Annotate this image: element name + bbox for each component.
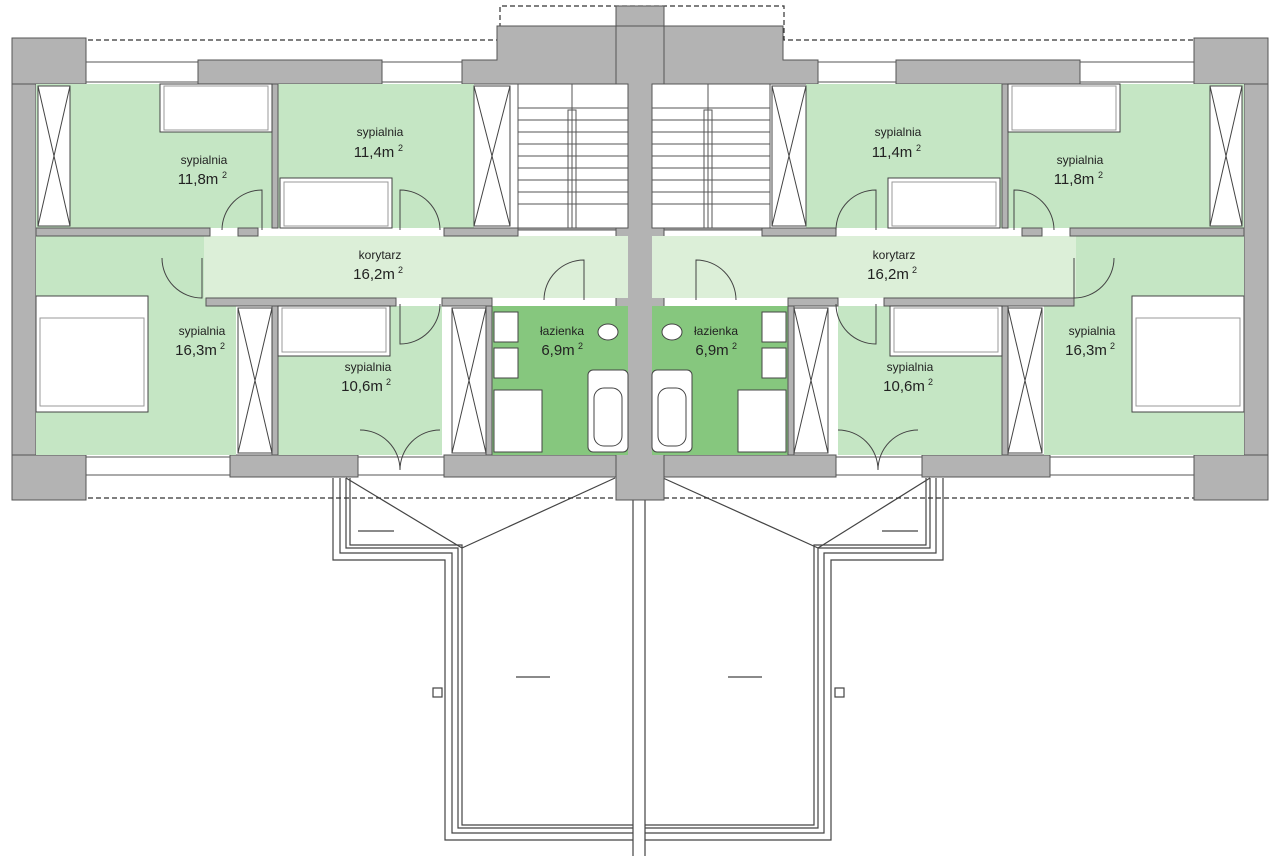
svg-text:sypialnia: sypialnia [357, 125, 404, 139]
room-label-right-bed-bottom-inner: sypialnia 10,6m 2 [883, 360, 934, 395]
room-label-right-bed-top-inner: sypialnia 11,4m 2 [872, 125, 922, 161]
windows [85, 61, 1195, 476]
svg-text:2: 2 [912, 265, 917, 275]
svg-text:2: 2 [928, 377, 933, 387]
room-label-right-bed-bottom-outer: sypialnia 16,3m 2 [1065, 324, 1116, 359]
terrace-outline [332, 477, 944, 856]
svg-text:sypialnia: sypialnia [887, 360, 934, 374]
svg-text:11,4m: 11,4m [354, 144, 395, 161]
room-label-left-bathroom: łazienka 6,9m 2 [540, 324, 584, 359]
bathroom-fixtures [493, 311, 787, 453]
room-label-left-bed-top-outer: sypialnia 11,8m 2 [178, 153, 228, 188]
room-label-left-corridor: korytarz 16,2m 2 [353, 248, 403, 283]
svg-text:sypialnia: sypialnia [1069, 324, 1116, 338]
svg-text:6,9m: 6,9m [541, 342, 574, 359]
svg-text:2: 2 [222, 170, 227, 180]
svg-text:łazienka: łazienka [540, 324, 584, 338]
svg-text:2: 2 [916, 143, 921, 153]
svg-text:6,9m: 6,9m [695, 342, 728, 359]
svg-text:11,4m: 11,4m [872, 144, 913, 161]
svg-text:korytarz: korytarz [873, 248, 916, 262]
svg-text:2: 2 [578, 341, 583, 351]
svg-text:2: 2 [398, 143, 403, 153]
room-label-right-bathroom: łazienka 6,9m 2 [694, 324, 738, 359]
svg-text:2: 2 [1098, 170, 1103, 180]
svg-text:10,6m: 10,6m [883, 378, 925, 395]
room-labels: sypialnia 11,8m 2 sypialnia 11,4m 2 kory… [175, 125, 1116, 395]
svg-text:sypialnia: sypialnia [345, 360, 392, 374]
room-label-right-corridor: korytarz 16,2m 2 [867, 248, 917, 283]
svg-text:16,2m: 16,2m [867, 266, 909, 283]
svg-text:korytarz: korytarz [359, 248, 402, 262]
svg-text:łazienka: łazienka [694, 324, 738, 338]
svg-text:2: 2 [386, 377, 391, 387]
svg-text:16,2m: 16,2m [353, 266, 395, 283]
staircase [517, 83, 771, 229]
room-label-left-bed-bottom-outer: sypialnia 16,3m 2 [175, 324, 226, 359]
svg-text:11,8m: 11,8m [178, 171, 219, 188]
svg-text:sypialnia: sypialnia [875, 125, 922, 139]
svg-text:2: 2 [1110, 341, 1115, 351]
svg-text:sypialnia: sypialnia [1057, 153, 1104, 167]
svg-text:sypialnia: sypialnia [181, 153, 228, 167]
svg-text:16,3m: 16,3m [1065, 342, 1107, 359]
svg-text:16,3m: 16,3m [175, 342, 217, 359]
furniture [35, 83, 1245, 413]
room-label-right-bed-top-outer: sypialnia 11,8m 2 [1054, 153, 1104, 188]
svg-text:sypialnia: sypialnia [179, 324, 226, 338]
room-label-left-bed-top-inner: sypialnia 11,4m 2 [354, 125, 404, 161]
svg-text:2: 2 [732, 341, 737, 351]
svg-text:2: 2 [398, 265, 403, 275]
wardrobes [37, 85, 1243, 454]
svg-text:10,6m: 10,6m [341, 378, 383, 395]
svg-text:11,8m: 11,8m [1054, 171, 1095, 188]
room-label-left-bed-bottom-inner: sypialnia 10,6m 2 [341, 360, 392, 395]
svg-text:2: 2 [220, 341, 225, 351]
door-swings [161, 189, 1115, 471]
